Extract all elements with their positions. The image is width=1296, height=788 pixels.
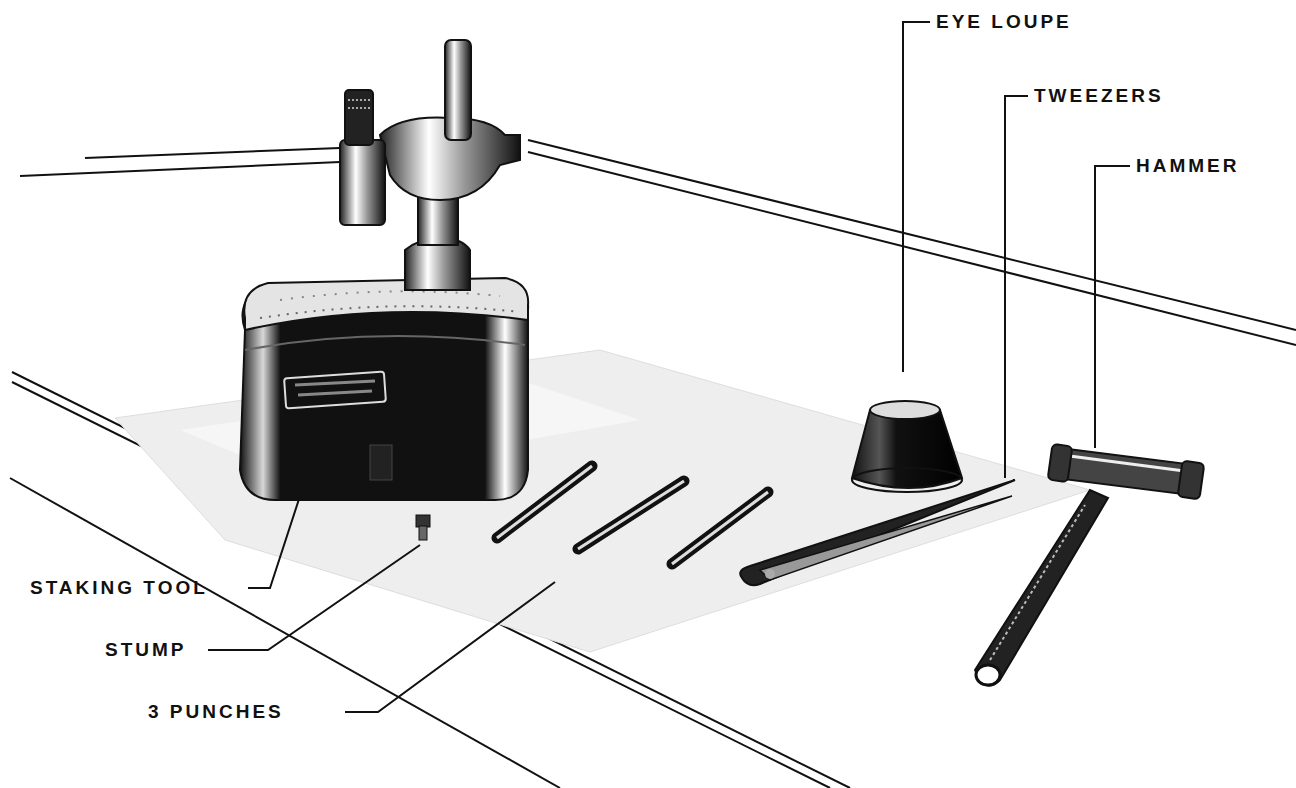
bench-edge — [10, 140, 1296, 788]
eye-loupe — [852, 401, 962, 492]
staking-tool — [240, 40, 528, 500]
stump — [416, 515, 430, 540]
part-label: STUMP — [105, 639, 187, 661]
part-label: HAMMER — [1136, 155, 1240, 177]
hammer — [975, 444, 1204, 686]
part-label: STAKING TOOL — [30, 577, 208, 599]
part-label: 3 PUNCHES — [148, 701, 284, 723]
part-label: EYE LOUPE — [936, 11, 1072, 33]
part-label: TWEEZERS — [1034, 85, 1164, 107]
punches — [497, 466, 768, 564]
leader-lines — [208, 22, 1130, 712]
tweezers — [740, 480, 1015, 585]
